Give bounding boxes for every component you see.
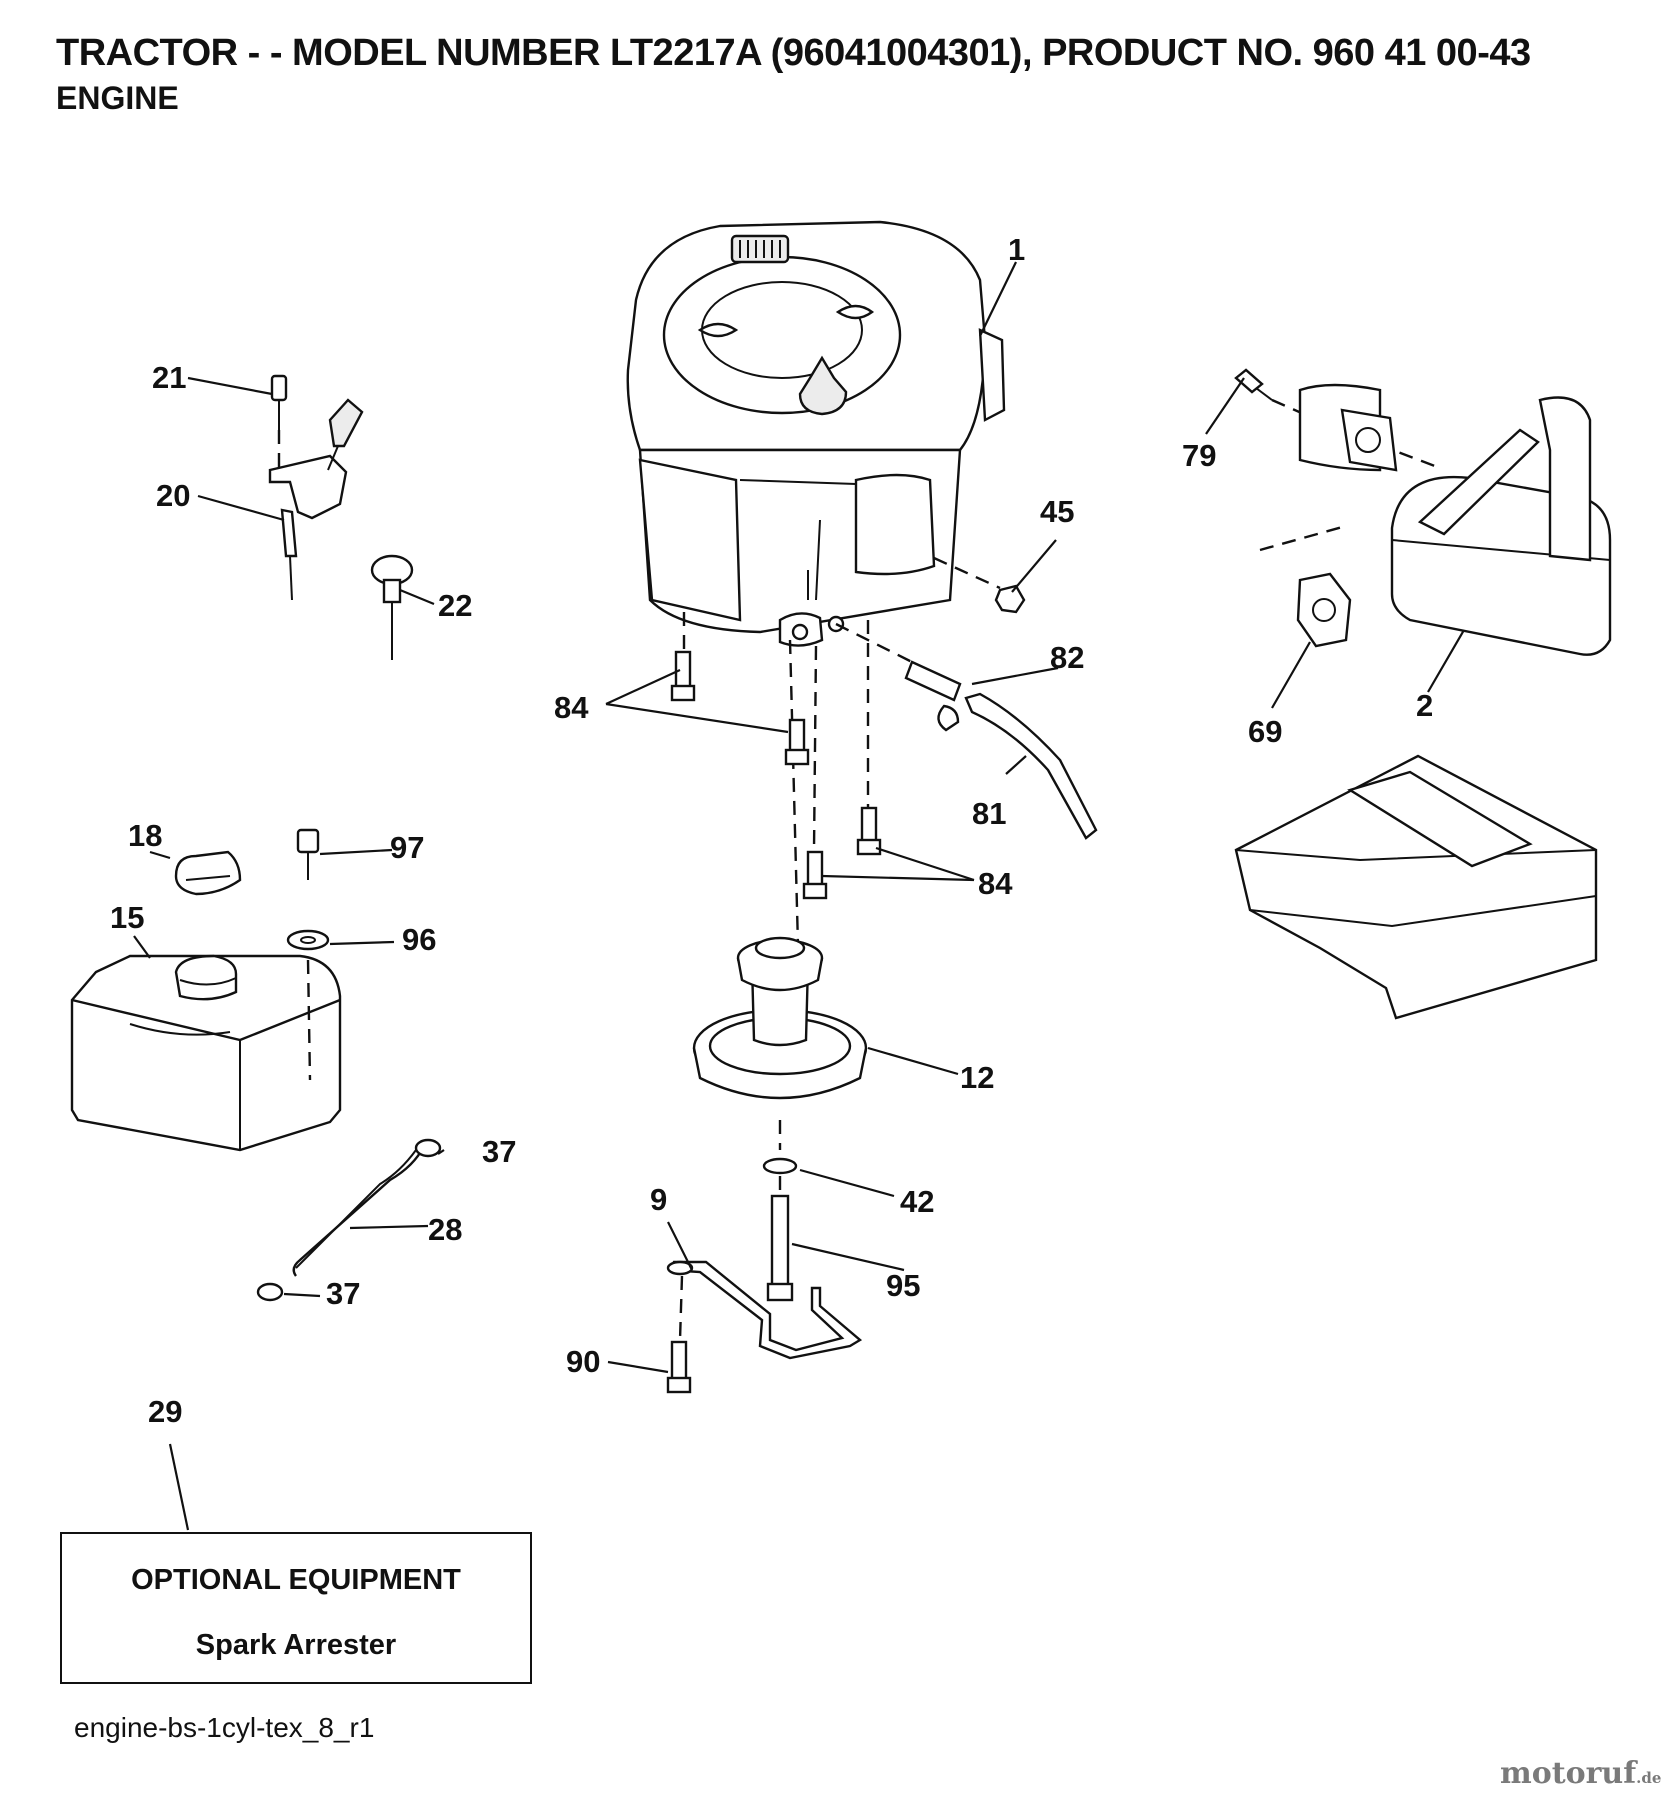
callout-97: 97 bbox=[390, 830, 424, 865]
callout-69: 69 bbox=[1248, 714, 1282, 749]
callout-29: 29 bbox=[148, 1394, 182, 1429]
callout-42: 42 bbox=[900, 1184, 934, 1219]
callout-37-upper: 37 bbox=[482, 1134, 516, 1169]
choke-knob bbox=[370, 554, 414, 660]
engine-assembly bbox=[626, 220, 1006, 647]
callout-84-upper: 84 bbox=[554, 690, 589, 725]
diagram-reference: engine-bs-1cyl-tex_8_r1 bbox=[74, 1712, 375, 1743]
callout-90: 90 bbox=[566, 1344, 600, 1379]
callout-28: 28 bbox=[428, 1212, 462, 1247]
callout-22: 22 bbox=[438, 588, 472, 623]
callout-9: 9 bbox=[650, 1182, 667, 1217]
callout-82: 82 bbox=[1050, 640, 1084, 675]
callout-95: 95 bbox=[886, 1268, 920, 1303]
callout-15: 15 bbox=[110, 900, 144, 935]
callout-21: 21 bbox=[152, 360, 186, 395]
fuel-tank-assembly bbox=[70, 850, 342, 1152]
callout-2: 2 bbox=[1416, 688, 1433, 723]
callout-12: 12 bbox=[960, 1060, 994, 1095]
callout-20: 20 bbox=[156, 478, 190, 513]
pulley-hardware bbox=[666, 1157, 863, 1394]
watermark-logo: motoruf.de bbox=[1500, 1756, 1661, 1791]
callout-45: 45 bbox=[1040, 494, 1074, 529]
optional-equipment-box: OPTIONAL EQUIPMENT Spark Arrester bbox=[60, 1532, 532, 1684]
callout-37-lower: 37 bbox=[326, 1276, 360, 1311]
fuel-line-assembly bbox=[256, 1138, 442, 1302]
tank-screw-washer bbox=[286, 828, 330, 1081]
optional-equipment-item: Spark Arrester bbox=[195, 1629, 397, 1661]
engine-mount-bolts bbox=[670, 612, 882, 947]
watermark-main: motoruf bbox=[1500, 1756, 1637, 1791]
callout-84-lower: 84 bbox=[978, 866, 1013, 901]
fuel-shutoff-assembly bbox=[835, 622, 1098, 840]
callout-1: 1 bbox=[1008, 232, 1025, 267]
page-title: TRACTOR - - MODEL NUMBER LT2217A (960410… bbox=[56, 32, 1531, 74]
leader-lines bbox=[133, 261, 1465, 1531]
engine-pulley bbox=[692, 936, 868, 1150]
callout-81: 81 bbox=[972, 796, 1006, 831]
callout-labels: 1 21 20 22 79 45 82 84 81 84 69 2 18 97 … bbox=[110, 232, 1433, 1429]
watermark-suffix: .de bbox=[1636, 1769, 1662, 1787]
engine-frame-plate bbox=[1234, 754, 1598, 1020]
callout-79: 79 bbox=[1182, 438, 1216, 473]
muffler-assembly bbox=[1234, 368, 1612, 656]
throttle-control bbox=[268, 374, 364, 601]
callout-18: 18 bbox=[128, 818, 162, 853]
optional-equipment-heading: OPTIONAL EQUIPMENT bbox=[131, 1564, 461, 1596]
page-subtitle: ENGINE bbox=[56, 80, 179, 116]
callout-96: 96 bbox=[402, 922, 436, 957]
